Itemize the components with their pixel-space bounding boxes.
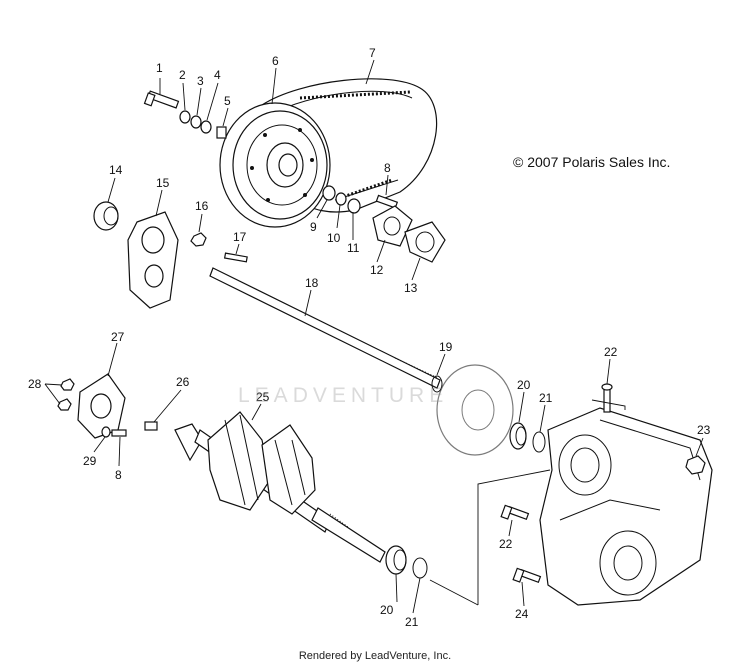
washer-3 <box>190 115 202 129</box>
callout-1: 1 <box>156 61 163 75</box>
leader-lines <box>44 59 704 614</box>
flange-plate-15 <box>127 211 179 309</box>
callout-22-upper: 22 <box>604 345 618 359</box>
callout-3: 3 <box>197 74 204 88</box>
watermark-text: LEADVENTURE <box>238 384 449 407</box>
callout-14: 14 <box>109 163 123 177</box>
washer-10 <box>335 192 347 206</box>
bolt-22-lower <box>500 504 530 521</box>
washer-2 <box>179 110 191 124</box>
nut-28-b <box>57 398 72 411</box>
callout-12: 12 <box>370 263 384 277</box>
washer-29 <box>101 426 111 438</box>
callout-23: 23 <box>697 423 711 437</box>
callout-9: 9 <box>310 220 317 234</box>
nut-23 <box>685 455 706 475</box>
chaincase-housing <box>539 407 713 606</box>
bolt-8-lower <box>111 429 127 437</box>
callout-labels: 1 2 3 4 5 6 7 8 9 10 11 12 13 14 15 16 1… <box>28 46 711 629</box>
callout-20-upper: 20 <box>517 378 531 392</box>
callout-5: 5 <box>224 94 231 108</box>
flange-27 <box>77 373 126 439</box>
callout-7: 7 <box>369 46 376 60</box>
callout-21-upper: 21 <box>539 391 553 405</box>
bolt-26 <box>144 421 158 431</box>
upper-bolt <box>143 90 180 109</box>
seal-20-lower <box>385 545 407 575</box>
washer-11 <box>347 198 361 214</box>
shaft-18 <box>209 267 441 389</box>
sprocket-pulley <box>219 102 331 228</box>
bolt-22-upper <box>601 383 613 413</box>
bearing-plate-13 <box>404 221 446 263</box>
callout-25: 25 <box>256 390 270 404</box>
bolt-24 <box>512 567 542 584</box>
washer-4 <box>200 120 212 134</box>
nut-28-a <box>60 378 75 391</box>
bearing-14 <box>93 201 119 231</box>
callout-19: 19 <box>439 340 453 354</box>
callout-8-lower: 8 <box>115 468 122 482</box>
callout-21-lower: 21 <box>405 615 419 629</box>
callout-2: 2 <box>179 68 186 82</box>
nut-16 <box>190 232 207 247</box>
callout-10: 10 <box>327 231 341 245</box>
ring-21-lower <box>412 557 428 579</box>
callout-18: 18 <box>305 276 319 290</box>
callout-6: 6 <box>272 54 279 68</box>
callout-26: 26 <box>176 375 190 389</box>
drive-shaft-25 <box>174 411 386 563</box>
callout-15: 15 <box>156 176 170 190</box>
callout-29: 29 <box>83 454 97 468</box>
callout-27: 27 <box>111 330 125 344</box>
callout-20-lower: 20 <box>380 603 394 617</box>
seal-20-upper <box>509 422 527 450</box>
copyright-notice: © 2007 Polaris Sales Inc. <box>513 154 671 170</box>
bushing-5 <box>216 126 227 139</box>
callout-13: 13 <box>404 281 418 295</box>
footer-credit: Rendered by LeadVenture, Inc. <box>298 650 452 662</box>
callout-24: 24 <box>515 607 529 621</box>
snap-ring-19 <box>431 375 443 393</box>
ring-21-upper <box>532 431 546 453</box>
callout-11: 11 <box>347 241 360 255</box>
callout-8-upper: 8 <box>384 161 391 175</box>
callout-16: 16 <box>195 199 209 213</box>
callout-22-lower: 22 <box>499 537 513 551</box>
bolt-8-upper <box>375 194 399 209</box>
washer-9 <box>322 185 336 201</box>
bearing-plate-12 <box>372 205 413 247</box>
callout-28: 28 <box>28 377 42 391</box>
callout-17: 17 <box>233 230 247 244</box>
key-17 <box>223 252 248 263</box>
brake-disc <box>436 364 514 456</box>
callout-4: 4 <box>214 68 221 82</box>
